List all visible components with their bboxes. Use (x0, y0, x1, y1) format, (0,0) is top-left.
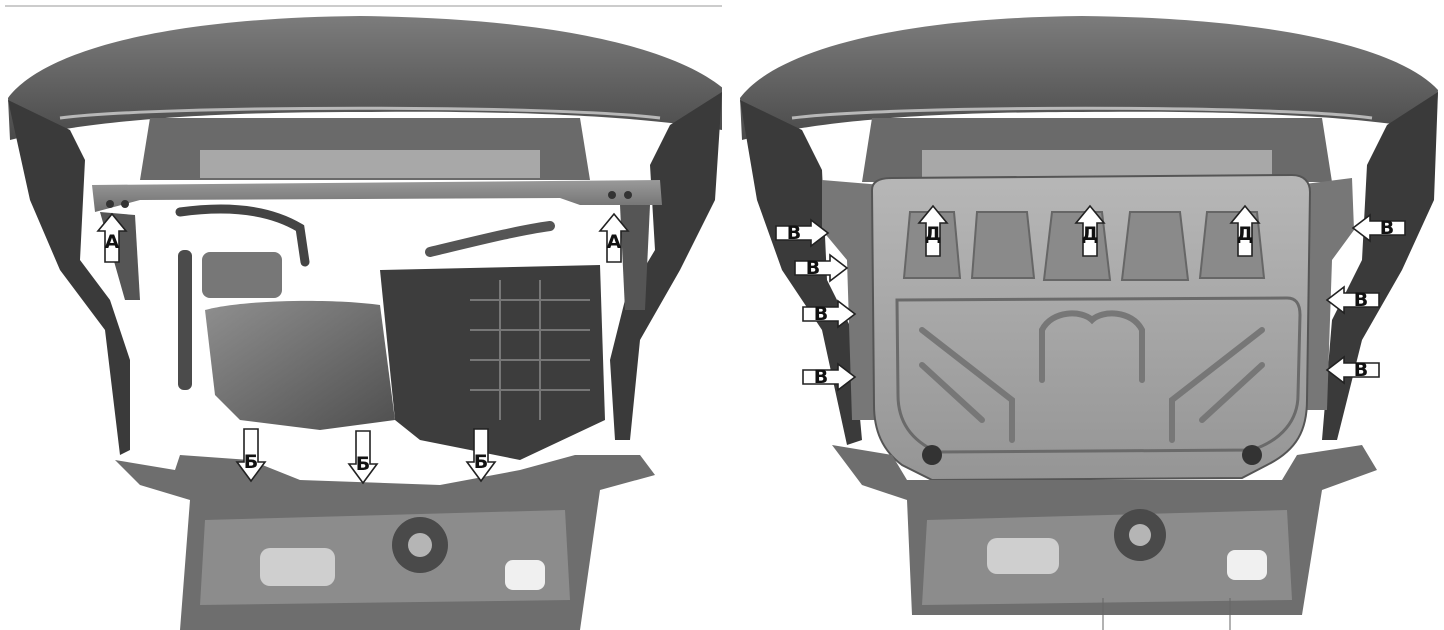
front-cross-bar (92, 180, 662, 212)
right-arrow-icon (794, 253, 849, 283)
up-arrow-icon (917, 204, 949, 257)
label-v: В (1379, 217, 1395, 239)
callout-v-left-2: В (794, 253, 849, 283)
right-diagram-panel: В В В В В В В (722, 0, 1444, 630)
down-arrow-icon (235, 428, 267, 483)
up-arrow-icon (1074, 204, 1106, 257)
callout-a-left: А (96, 212, 128, 263)
callout-d-2: Д (1074, 204, 1106, 257)
callout-a-right: А (598, 212, 630, 263)
callout-b-1: Б (235, 428, 267, 483)
left-arrow-icon (1325, 355, 1380, 385)
up-arrow-icon (1229, 204, 1261, 257)
label-v: В (805, 257, 821, 279)
left-arrow-icon (1325, 285, 1380, 315)
down-arrow-icon (347, 430, 379, 485)
left-fender-liner (8, 100, 130, 455)
label-d: Д (1081, 223, 1099, 245)
callout-b-3: Б (465, 428, 497, 483)
callout-b-2: Б (347, 430, 379, 485)
left-diagram-panel: А А Б Б Б (5, 5, 722, 630)
right-arrow-icon (775, 218, 830, 248)
callout-v-left-3: В (802, 299, 857, 329)
down-arrow-icon (465, 428, 497, 483)
label-d: Д (924, 223, 942, 245)
label-a: А (606, 231, 622, 253)
label-b: Б (243, 451, 259, 473)
callout-d-1: Д (917, 204, 949, 257)
left-underbody-drawing (5, 5, 722, 630)
label-v: В (813, 303, 829, 325)
callout-v-left-4: В (802, 362, 857, 392)
up-arrow-icon (598, 212, 630, 263)
engine-block (205, 300, 395, 430)
label-b: Б (355, 453, 371, 475)
right-arrow-icon (802, 362, 857, 392)
front-bumper (8, 16, 722, 140)
label-b: Б (473, 451, 489, 473)
left-arrow-icon (1351, 213, 1406, 243)
up-arrow-icon (96, 212, 128, 263)
label-v: В (786, 222, 802, 244)
front-bumper (740, 16, 1438, 140)
callout-v-left-1: В (775, 218, 830, 248)
right-fender-liner (610, 92, 722, 440)
right-arrow-icon (802, 299, 857, 329)
callout-d-3: Д (1229, 204, 1261, 257)
callout-v-right-1: В (1351, 213, 1406, 243)
label-a: А (104, 231, 120, 253)
label-d: Д (1236, 223, 1254, 245)
label-v: В (1353, 289, 1369, 311)
callout-v-right-2: В (1325, 285, 1380, 315)
callout-v-right-3: В (1325, 355, 1380, 385)
label-v: В (1353, 359, 1369, 381)
gearbox (380, 265, 605, 460)
label-v: В (813, 366, 829, 388)
right-underbody-drawing (740, 16, 1438, 630)
